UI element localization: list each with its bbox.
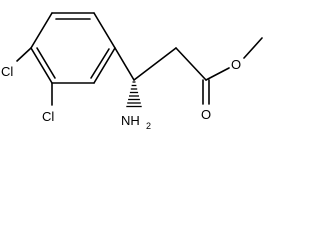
molecule-structure: Cl Cl NH 2 O O [1,12,263,131]
bond-ring-chiral-carbon [114,47,135,81]
atom-amine-subscript: 2 [146,121,151,131]
atom-cl-bottom: Cl [42,109,54,124]
ring-double-bond-right [90,48,110,79]
atom-ester-o: O [231,57,241,72]
structure-canvas: Cl Cl NH 2 O O [0,0,264,134]
ring-bond-top-right [93,12,116,49]
bond-ch2-carbonyl-carbon [175,47,207,81]
stereo-hashed-wedge [126,81,142,108]
ring-bond-top-left [30,12,53,49]
atom-cl-left: Cl [1,64,13,79]
atom-amine-n: NH [121,113,140,128]
bond-ester-o-methyl [243,37,263,59]
benzene-ring [30,12,116,84]
bond-ring-cl-left [16,47,32,62]
bond-chiral-ch2 [133,47,177,81]
ring-double-bond-left [36,47,56,79]
ring-bond-bottom-left [30,47,53,84]
bond-carbonyl-ester-o [205,67,230,81]
ring-bond-bottom-right [93,47,116,84]
atom-carbonyl-o: O [201,107,211,122]
